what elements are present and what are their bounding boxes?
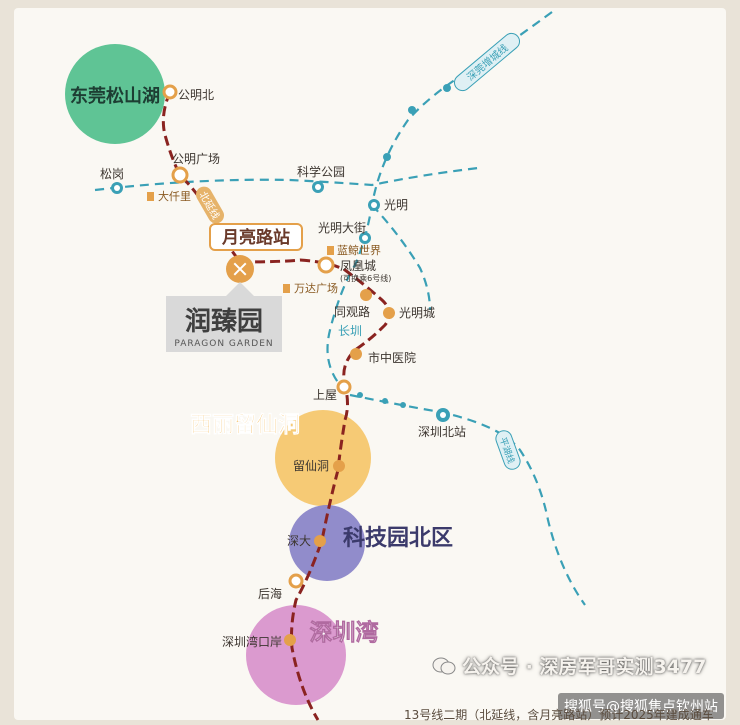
label-daqianli: 大仟里: [158, 189, 191, 203]
label-guangming: 光明: [384, 198, 408, 212]
label-gongming-square: 公明广场: [172, 152, 220, 166]
label-changzhen: 长圳: [338, 324, 362, 338]
wechat-icon: [432, 657, 456, 674]
label-houhai: 后海: [258, 586, 282, 601]
station-dot-n2: [443, 84, 451, 92]
watermark: 公众号 · 深房军哥实测3477: [432, 652, 706, 679]
district-labels: 东莞松山湖 西丽留仙洞 科技园北区 深圳湾: [70, 85, 453, 646]
label-municipal-hospital: 市中医院: [368, 350, 416, 365]
station-shenzhen-bay-port[interactable]: [284, 634, 296, 646]
label-lanyue-world: 蓝鲸世界: [337, 243, 381, 257]
yueliang-callout: 月亮路站: [209, 223, 303, 251]
landmark-icon-lanyue: [327, 246, 334, 255]
label-fenghuang-city: 凤凰城: [340, 259, 376, 273]
station-dot-n1: [408, 106, 416, 114]
station-labels: 公明北 公明广场 松岗 科学公园 光明 光明大街 凤凰城 (可换乘6号线) 同观…: [100, 88, 466, 649]
station-guangming-city[interactable]: [383, 307, 395, 319]
project-name: 润臻园: [185, 306, 263, 337]
station-shenzhen-north[interactable]: [436, 408, 450, 422]
label-songgang: 松岗: [100, 167, 124, 181]
station-dot-s1: [357, 392, 363, 398]
line13-middle-segment: [239, 258, 391, 471]
sohu-badge: 搜狐号@搜狐焦点钦州站: [558, 693, 724, 719]
label-shenzhen-north: 深圳北站: [418, 425, 466, 439]
label-xili: 西丽留仙洞: [190, 412, 300, 438]
label-shenzhen-univ: 深大: [287, 534, 311, 548]
label-keji-north: 科技园北区: [343, 526, 453, 551]
station-gongming-square[interactable]: [171, 166, 189, 184]
blue-line-shenzhen-north: [349, 393, 586, 606]
label-tongguan-road: 同观路: [334, 304, 370, 319]
station-shangwu[interactable]: [336, 379, 352, 395]
project-name-en: PARAGON GARDEN: [174, 339, 273, 349]
label-fenghuang-note: (可换乘6号线): [340, 273, 391, 283]
station-shenzhen-univ[interactable]: [314, 535, 326, 547]
landmark-markers: [147, 192, 334, 293]
watermark-text: 公众号 · 深房军哥实测3477: [462, 656, 707, 678]
map-panel: [14, 8, 726, 720]
landmark-icon-wanda: [283, 284, 290, 293]
blue-line-guangming-city: [371, 204, 432, 311]
label-shenzhen-bay-port: 深圳湾口岸: [222, 634, 282, 649]
district-circle-xili: [275, 410, 371, 506]
label-science-park: 科学公园: [297, 164, 345, 179]
landmark-icon-daqianli: [147, 192, 154, 201]
label-guangming-street: 光明大街: [318, 221, 366, 235]
landmark-labels: 大仟里 蓝鲸世界 万达广场: [158, 189, 381, 295]
station-songgang[interactable]: [111, 182, 123, 194]
blue-stations: [111, 84, 451, 422]
station-dot-s3: [400, 402, 406, 408]
label-yueliang-road: 月亮路站: [221, 227, 290, 248]
label-gongming-north: 公明北: [178, 88, 214, 102]
station-yueliang-road[interactable]: ⨉: [226, 255, 254, 283]
project-label: 润臻园 PARAGON GARDEN: [166, 282, 282, 352]
label-songshan-lake: 东莞松山湖: [70, 85, 160, 107]
station-dot-n3: [383, 153, 391, 161]
station-liuxiandong[interactable]: [333, 460, 345, 472]
station-houhai[interactable]: [288, 573, 304, 589]
label-shangwu: 上屋: [313, 388, 337, 402]
line-tag-extra: 平湖线: [495, 430, 521, 470]
station-tongguan-road[interactable]: [360, 289, 372, 301]
label-shenzhen-bay: 深圳湾: [310, 619, 379, 646]
station-science-park[interactable]: [312, 181, 324, 193]
label-wanda-plaza: 万达广场: [294, 281, 338, 295]
station-guangming[interactable]: [368, 199, 380, 211]
station-fenghuang-city[interactable]: [317, 256, 335, 274]
label-guangming-city: 光明城: [399, 306, 435, 320]
station-municipal-hospital[interactable]: [350, 348, 362, 360]
station-guangming-street[interactable]: [359, 232, 371, 244]
station-gongming-north[interactable]: [162, 84, 178, 100]
metro-logo-icon: ⨉: [233, 260, 247, 279]
district-circle-keji: [289, 505, 365, 581]
footer-caption: 13号线二期（北延线，含月亮路站）预计2025年建成通车: [404, 708, 714, 722]
station-dot-s2: [382, 398, 388, 404]
district-circle-shenzhen-bay: [246, 605, 346, 705]
line13-south-segment: [290, 469, 340, 721]
district-circle-songshan-lake: [65, 44, 165, 144]
line13-stations: ⨉: [162, 84, 395, 646]
label-liuxiandong: 留仙洞: [293, 459, 329, 473]
